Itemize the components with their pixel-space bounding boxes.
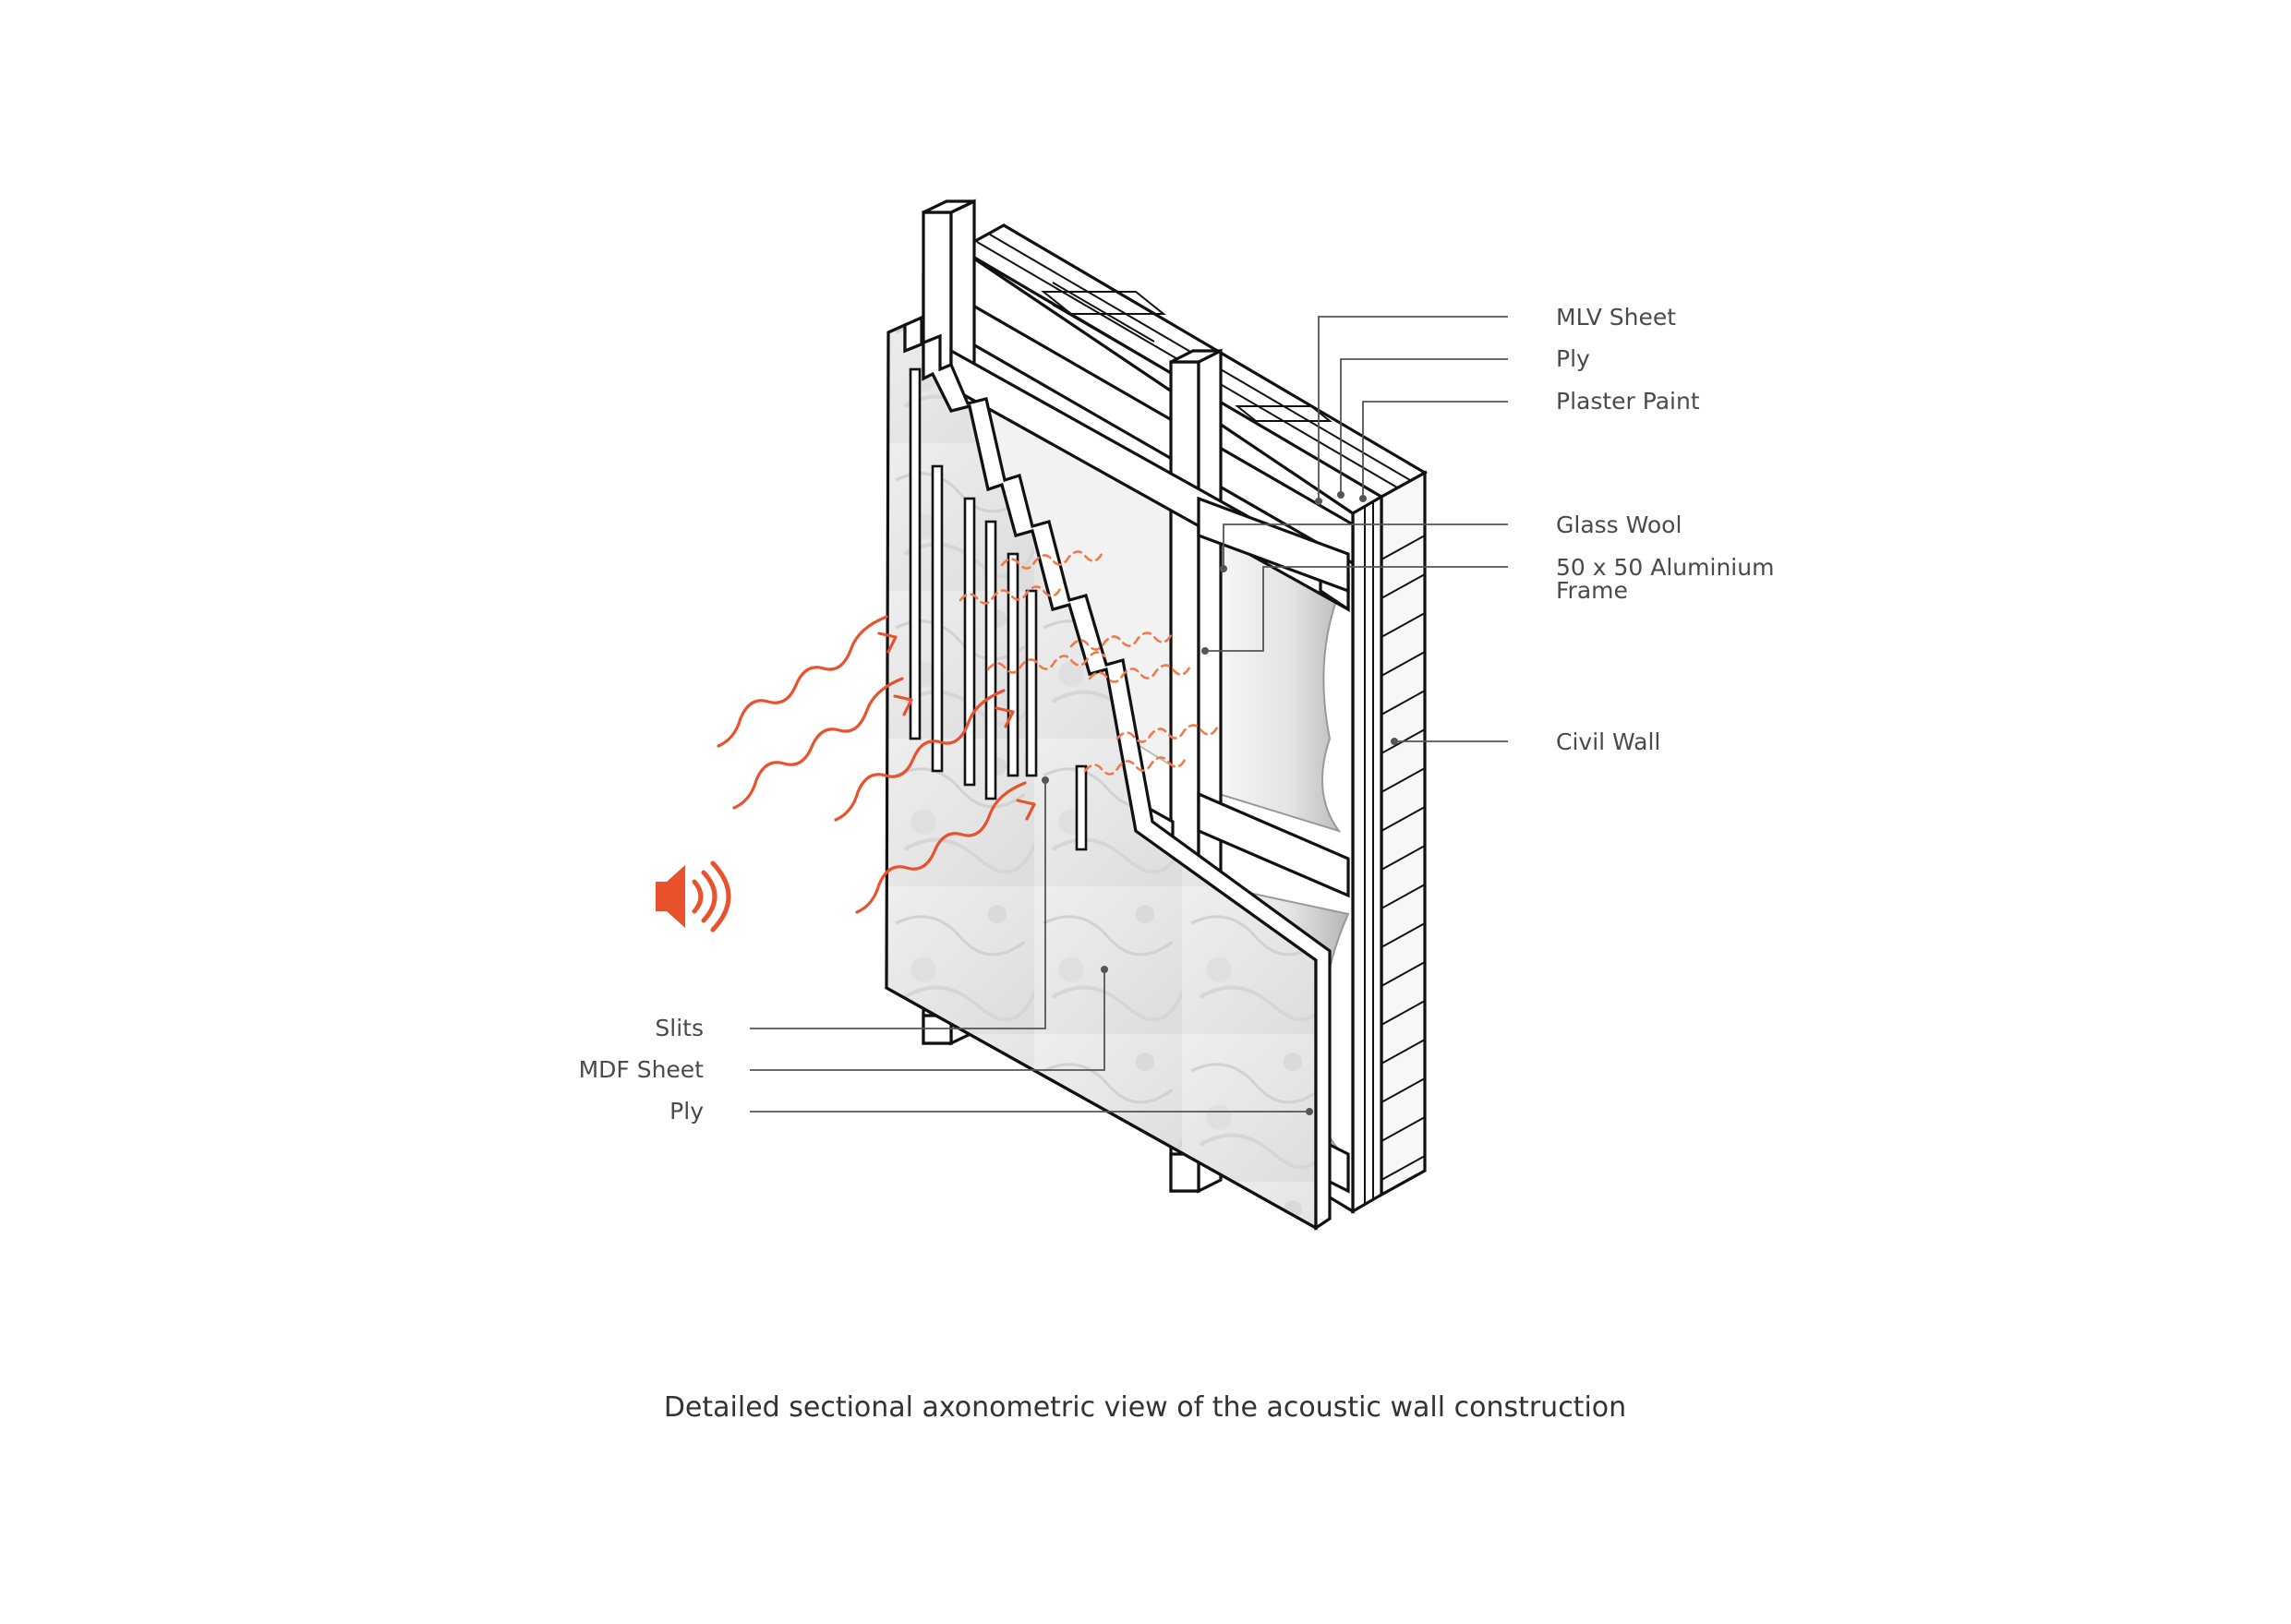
absorbed-wave [986, 651, 1106, 674]
panel-slits [909, 367, 1088, 851]
brick-course-line [1381, 845, 1426, 871]
label-ply-left: Ply [669, 1098, 704, 1125]
slit [931, 464, 944, 773]
leaders-right [1201, 316, 1508, 745]
absorbed-wave [1088, 664, 1191, 683]
label-glass-wool: Glass Wool [1556, 511, 1682, 538]
label-mdf-sheet: MDF Sheet [579, 1056, 705, 1083]
absorbed-wave [959, 585, 1062, 605]
brick-course-line [1381, 535, 1426, 560]
leaders-left [750, 776, 1313, 1115]
label-mlv-sheet: MLV Sheet [1556, 304, 1676, 331]
brick-course-line [1381, 690, 1426, 716]
figure-caption: Detailed sectional axonometric view of t… [664, 1391, 1626, 1424]
slit [984, 520, 997, 800]
rail-mid-right [1197, 496, 1350, 594]
absorbed-wave [1000, 550, 1103, 570]
civil-wall-face [1380, 470, 1427, 1197]
panel-cut-edge [903, 315, 1332, 1231]
brick-course-line [1381, 1155, 1426, 1181]
label-plaster-paint: Plaster Paint [1556, 388, 1700, 415]
brick-course-line [1381, 884, 1426, 909]
slit [1025, 589, 1038, 777]
slit [963, 497, 976, 787]
labels-left: Slits MDF Sheet Ply [579, 1015, 705, 1125]
slit [909, 367, 922, 740]
brick-course-line [1381, 651, 1426, 677]
label-ply-right: Ply [1556, 345, 1590, 372]
brick-course-line [1381, 612, 1426, 638]
labels-right: MLV Sheet Ply Plaster Paint Glass Wool 5… [1556, 304, 1774, 755]
brick-course-line [1381, 1077, 1426, 1103]
incoming-wave [855, 781, 1027, 914]
brick-course-line [1381, 961, 1426, 987]
civil-wall-bricks [1381, 535, 1426, 1181]
brick-course-line [1381, 1116, 1426, 1142]
wall-front-layers [1351, 494, 1383, 1214]
label-aluminium-frame-1: 50 x 50 Aluminium [1556, 554, 1774, 581]
incoming-wave [717, 615, 888, 748]
brick-course-line [1381, 767, 1426, 793]
top-runner-cell-2 [1235, 405, 1332, 422]
brick-course-line [1381, 1000, 1426, 1026]
incoming-wave [834, 689, 1006, 822]
top-runner-cell-1 [1041, 291, 1166, 315]
brick-course-line [1381, 922, 1426, 948]
glass-wool-upper-right [1218, 534, 1350, 833]
sound-waves-absorbed [959, 550, 1219, 776]
absorbed-wave [1083, 756, 1187, 776]
brick-course-line [1381, 1039, 1426, 1065]
slit [1007, 552, 1019, 777]
slotted-panel [885, 315, 1332, 1231]
rail-lower [1197, 791, 1350, 898]
brick-course-line [1381, 806, 1426, 832]
stud-left-top [922, 199, 975, 214]
absorbed-wave [1069, 632, 1173, 651]
label-civil-wall: Civil Wall [1556, 728, 1660, 755]
brick-course-line [1381, 573, 1426, 599]
label-slits: Slits [655, 1015, 704, 1041]
slit [1075, 764, 1088, 851]
speaker-volume-icon [656, 860, 731, 932]
label-aluminium-frame-2: Frame [1556, 577, 1628, 604]
sound-waves-incoming [717, 615, 1036, 914]
incoming-wave [732, 677, 904, 810]
stud-mid-top [1170, 349, 1222, 364]
absorbed-wave [1115, 724, 1219, 743]
